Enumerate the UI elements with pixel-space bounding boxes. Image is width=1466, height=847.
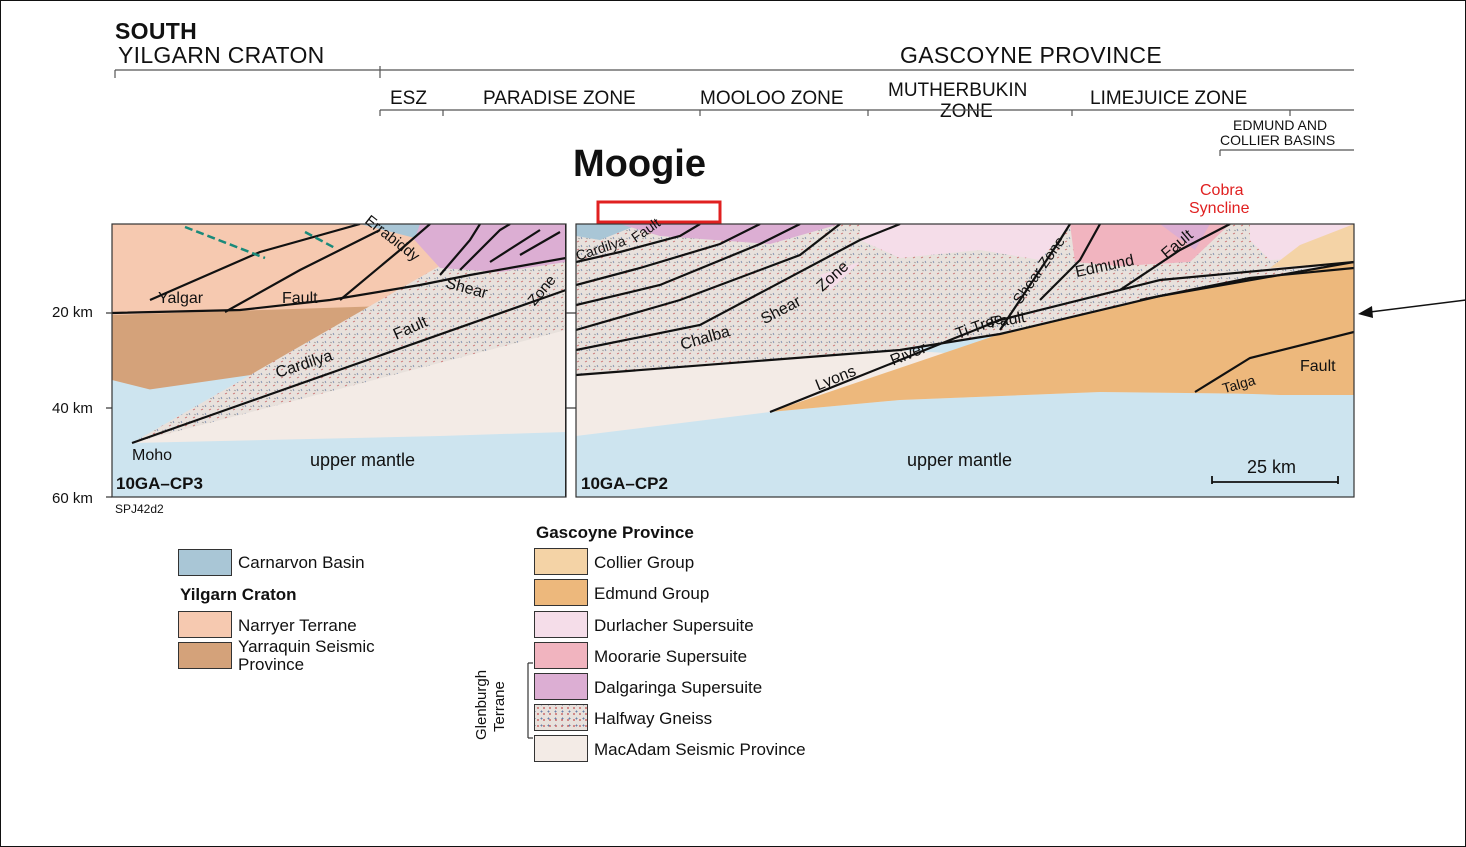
legend-swatch-durlacher [534,611,588,638]
legend-yarraquin-line2: Province [238,656,304,673]
legend-gascoyne-title: Gascoyne Province [536,523,694,543]
legend-swatch-halfway [534,704,588,731]
arrow-icon [1358,300,1466,318]
legend-moorarie: Moorarie Supersuite [594,647,747,667]
legend-glenburgh-line2: Terrane [491,681,508,732]
legend-swatch-moorarie [534,642,588,669]
label-upper-mantle-right: upper mantle [907,450,1012,471]
legend-yarraquin-line1: Yarraquin Seismic [238,638,375,655]
legend-swatch-collier [534,548,588,575]
legend-dalgaringa: Dalgaringa Supersuite [594,678,762,698]
legend-collier: Collier Group [594,553,694,573]
legend-swatch-carnarvon [178,549,232,576]
glenburgh-bracket [528,663,533,738]
legend-macadam: MacAdam Seismic Province [594,740,806,760]
label-upper-mantle-left: upper mantle [310,450,415,471]
legend-swatch-yarraquin [178,642,232,669]
legend-narryer: Narryer Terrane [238,616,357,636]
scale-label: 25 km [1247,457,1296,478]
legend-carnarvon: Carnarvon Basin [238,553,365,573]
legend-glenburgh-line1: Glenburgh [473,670,490,740]
legend-yilgarn-title: Yilgarn Craton [180,585,297,605]
legend-swatch-narryer [178,611,232,638]
label-fault-1: Fault [282,290,318,308]
legend-halfway: Halfway Gneiss [594,709,712,729]
legend-edmund: Edmund Group [594,584,709,604]
legend-swatch-dalgaringa [534,673,588,700]
legend-swatch-edmund [534,579,588,606]
label-fault-6: Fault [1300,358,1336,376]
header-rules [115,66,1354,156]
label-yalgar: Yalgar [158,290,203,308]
label-profile-cp3: 10GA–CP3 [116,474,203,494]
label-profile-cp2: 10GA–CP2 [581,474,668,494]
moogie-box [598,202,720,222]
legend-durlacher: Durlacher Supersuite [594,616,754,636]
legend-swatch-macadam [534,735,588,762]
label-moho: Moho [132,447,172,465]
